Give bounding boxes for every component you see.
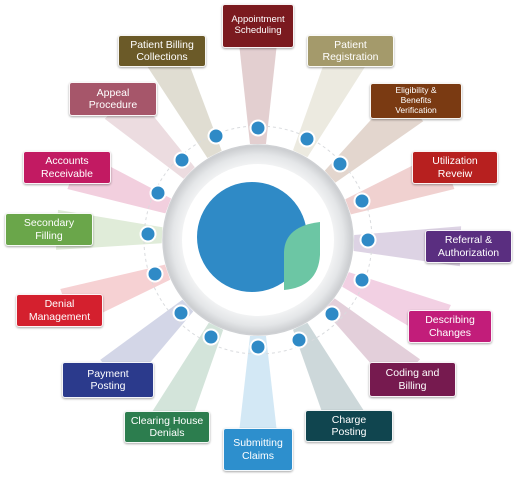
step-label: Utilization Reveiw	[412, 151, 498, 184]
step-label: Secondary Filling	[5, 213, 93, 246]
step-label: Patient Billing Collections	[118, 35, 206, 67]
step-label: Patient Registration	[307, 35, 394, 67]
step-dot	[149, 184, 167, 202]
step-dot	[172, 304, 190, 322]
beam	[152, 322, 224, 429]
step-label: Appointment Scheduling	[222, 4, 294, 48]
beam	[238, 336, 278, 442]
step-label: Clearing House Denials	[124, 411, 210, 443]
step-label: Referral & Authorization	[425, 230, 512, 263]
step-dot	[353, 192, 371, 210]
step-label: Charge Posting	[305, 410, 393, 442]
step-label: Eligibility & Benefits Verification	[370, 83, 462, 119]
step-dot	[207, 127, 225, 145]
step-dot	[331, 155, 349, 173]
beam	[238, 34, 278, 144]
step-dot	[353, 271, 371, 289]
beam	[293, 49, 365, 158]
step-dot	[139, 225, 157, 243]
center-green-leaf	[284, 222, 320, 290]
step-dot	[298, 130, 316, 148]
step-label: Describing Changes	[408, 310, 492, 343]
step-label: Appeal Procedure	[69, 82, 157, 116]
step-label: Accounts Receivable	[23, 151, 111, 184]
step-label: Submitting Claims	[223, 428, 293, 471]
step-label: Denial Management	[16, 294, 103, 327]
step-dot	[249, 119, 267, 137]
step-dot	[290, 331, 308, 349]
step-label: Coding and Billing	[369, 362, 456, 397]
step-dot	[323, 305, 341, 323]
step-dot	[249, 338, 267, 356]
beam	[293, 322, 364, 428]
step-dot	[202, 328, 220, 346]
center-blue-circle	[197, 182, 307, 292]
step-label: Payment Posting	[62, 362, 154, 398]
step-dot	[146, 265, 164, 283]
step-dot	[173, 151, 191, 169]
step-dot	[359, 231, 377, 249]
dots-layer	[139, 119, 377, 356]
beam	[147, 49, 222, 158]
